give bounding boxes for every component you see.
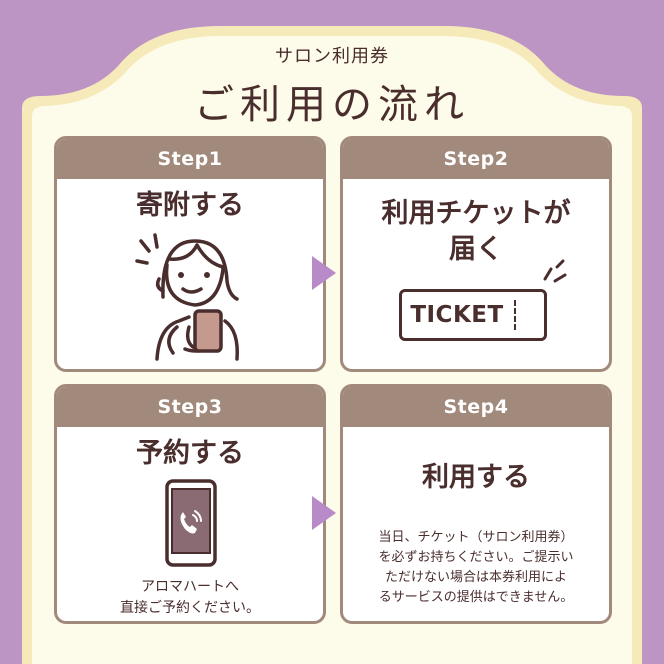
step2-title-line2: 届く bbox=[449, 234, 503, 265]
step4-title: 利用する bbox=[422, 462, 530, 493]
ticket: TICKET bbox=[399, 289, 547, 341]
step2-card: Step2 利用チケットが 届く TICKET bbox=[340, 136, 612, 372]
step4-card: Step4 利用する 当日、チケット（サロン利用券） を必ずお持ちください。ご提… bbox=[340, 384, 612, 624]
page-subtitle: サロン利用券 bbox=[275, 46, 389, 67]
sparkle-icon bbox=[543, 259, 567, 283]
phone-call-icon bbox=[165, 479, 217, 567]
arrow-right-icon bbox=[312, 256, 336, 290]
ticket-text: TICKET bbox=[410, 302, 504, 328]
step4-note-line2: を必ずお持ちください。ご提示い bbox=[378, 550, 574, 565]
step1-title: 寄附する bbox=[136, 190, 244, 221]
woman-with-smartphone-icon bbox=[135, 233, 239, 361]
ticket-perforation bbox=[514, 300, 516, 330]
step3-label: Step3 bbox=[57, 387, 323, 427]
step3-note-line1: アロマハートへ bbox=[141, 579, 239, 595]
step1-label: Step1 bbox=[57, 139, 323, 179]
step3-card: Step3 予約する アロマハートへ 直接ご予約ください。 bbox=[54, 384, 326, 624]
step4-note-line3: ただけない場合は本券利用によ bbox=[384, 570, 567, 585]
page-title: ご利用の流れ bbox=[194, 82, 470, 128]
step4-note-line4: るサービスの提供はできません。 bbox=[378, 590, 574, 605]
step4-label: Step4 bbox=[343, 387, 609, 427]
step4-note-line1: 当日、チケット（サロン利用券） bbox=[378, 530, 574, 545]
step1-card: Step1 寄附する bbox=[54, 136, 326, 372]
arrow-right-icon bbox=[312, 496, 336, 530]
step3-title: 予約する bbox=[136, 438, 244, 469]
step2-label: Step2 bbox=[343, 139, 609, 179]
step3-note-line2: 直接ご予約ください。 bbox=[120, 600, 260, 616]
step2-title-line1: 利用チケットが bbox=[381, 198, 571, 229]
